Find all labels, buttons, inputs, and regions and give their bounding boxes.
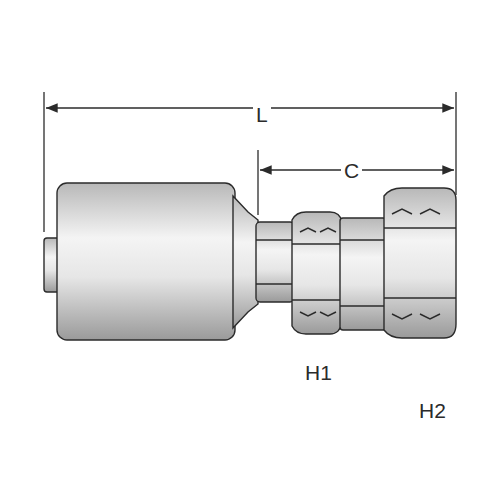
hex-label: H2 [416, 399, 449, 422]
length-dimension: L [253, 103, 271, 126]
hose-fitting [44, 183, 456, 340]
cut-length-dimension: C [341, 159, 362, 182]
hex-label: H1 [302, 361, 335, 384]
